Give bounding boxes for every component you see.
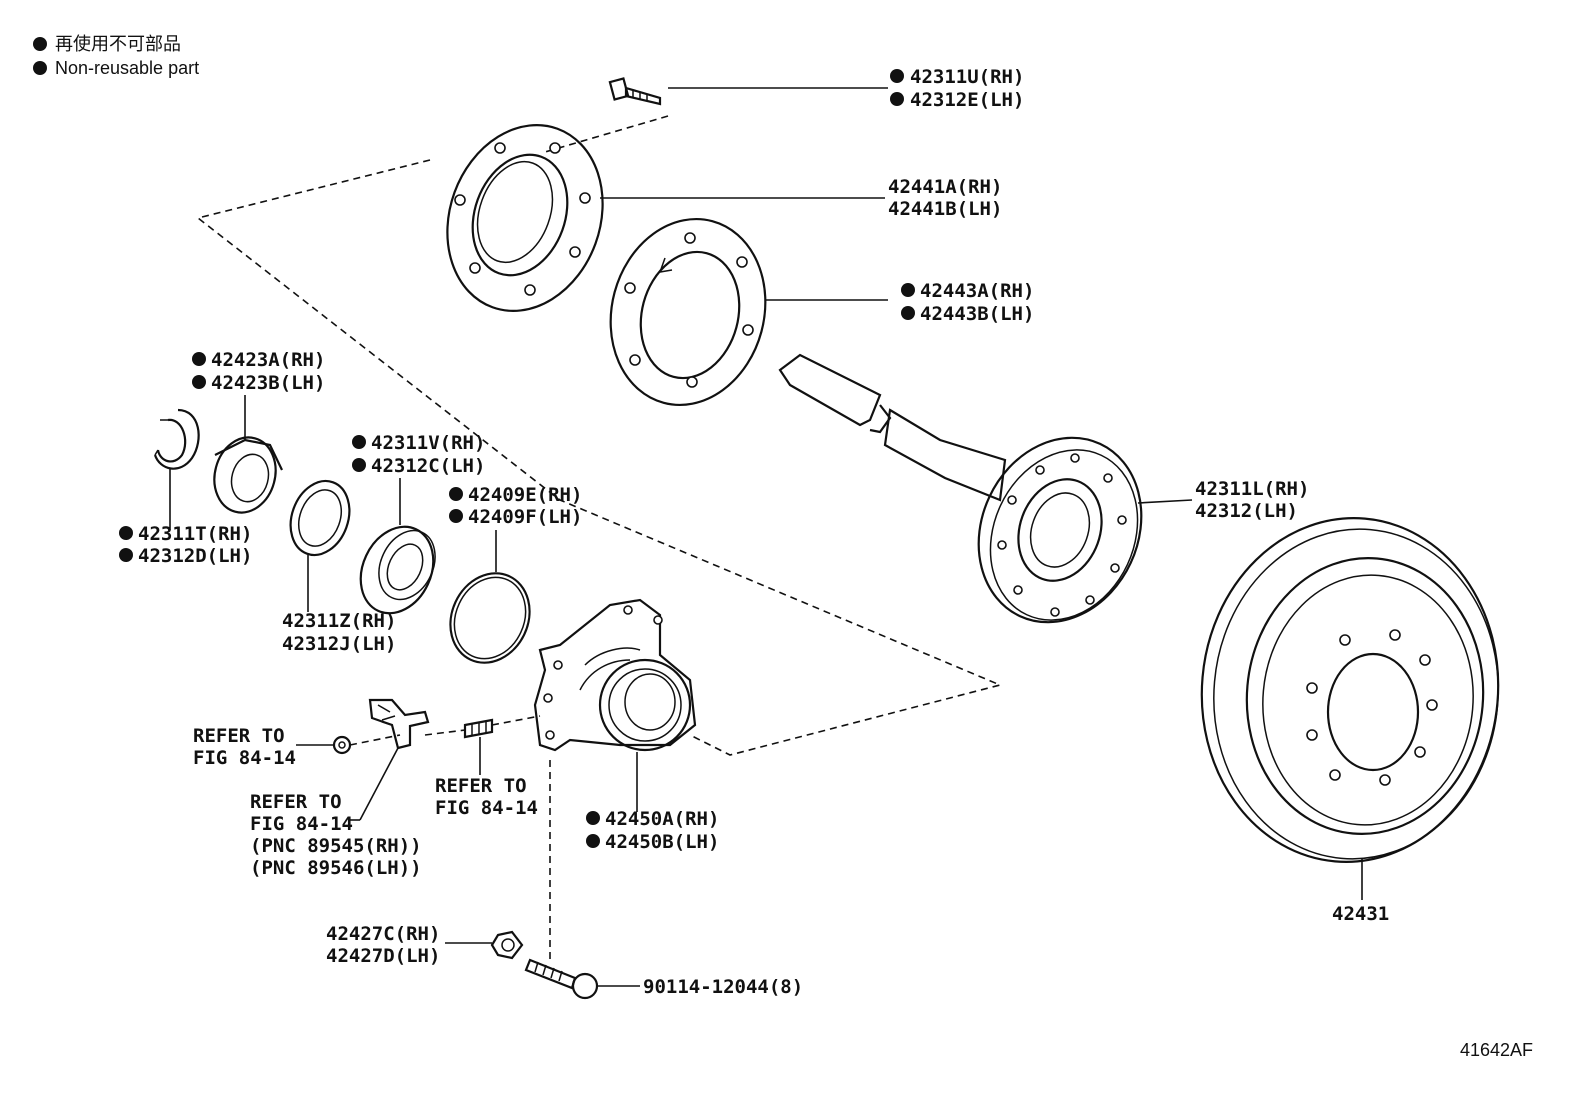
- nut-42427c: [490, 930, 524, 960]
- stud-install-path: [491, 715, 541, 726]
- bolt-install-path: [544, 115, 669, 153]
- part-label-42450a: 42450A(RH): [605, 808, 719, 830]
- part-label-42312e: 42312E(LH): [910, 89, 1024, 111]
- refer-label: REFER TO: [193, 725, 285, 747]
- refer-label: FIG 84-14: [193, 747, 296, 769]
- part-label-42427d: 42427D(LH): [326, 945, 440, 967]
- non-reusable-dot-icon: [192, 352, 206, 366]
- leader-line: [1137, 499, 1193, 504]
- figure-code: 41642AF: [1460, 1040, 1533, 1060]
- oil-seal-42311v: [359, 525, 436, 615]
- non-reusable-dot-icon: [119, 526, 133, 540]
- legend-dot-icon: [33, 37, 47, 51]
- part-label-42441b: 42441B(LH): [888, 198, 1002, 220]
- non-reusable-dot-icon: [352, 435, 366, 449]
- pnc-label: (PNC 89545(RH)): [250, 835, 422, 857]
- legend-dot-icon: [33, 61, 47, 75]
- part-label-42409f: 42409F(LH): [468, 506, 582, 528]
- part-label-42312c: 42312C(LH): [371, 455, 485, 477]
- non-reusable-dot-icon: [901, 306, 915, 320]
- hub-bolt-42311u: [608, 77, 662, 106]
- axle-shaft-42311l: [778, 353, 1143, 624]
- leader-line: [359, 747, 399, 821]
- non-reusable-dot-icon: [449, 487, 463, 501]
- part-label-42423b: 42423B(LH): [211, 372, 325, 394]
- non-reusable-dot-icon: [586, 811, 600, 825]
- bearing-42423: [213, 436, 283, 514]
- speed-sensor: [368, 698, 430, 750]
- bolt-90114: [524, 958, 599, 1000]
- non-reusable-dot-icon: [449, 509, 463, 523]
- part-label-42409e: 42409E(RH): [468, 484, 582, 506]
- part-label-42311v: 42311V(RH): [371, 432, 485, 454]
- non-reusable-dot-icon: [901, 283, 915, 297]
- non-reusable-dot-icon: [890, 92, 904, 106]
- legend-line-ja: 再使用不可部品: [55, 34, 181, 54]
- stud-install-path: [424, 729, 466, 736]
- o-ring-42409: [449, 572, 531, 664]
- part-label-42311z: 42311Z(RH): [282, 610, 396, 632]
- refer-label: FIG 84-14: [435, 797, 538, 819]
- oil-seal-42311z: [289, 479, 351, 557]
- legend: 再使用不可部品 Non-reusable part: [33, 34, 199, 78]
- non-reusable-dot-icon: [890, 69, 904, 83]
- part-label-42431: 42431: [1332, 903, 1389, 925]
- part-label-42427c: 42427C(RH): [326, 923, 440, 945]
- non-reusable-dot-icon: [192, 375, 206, 389]
- part-label-42311u: 42311U(RH): [910, 66, 1024, 88]
- refer-label: REFER TO: [435, 775, 527, 797]
- part-label-42312j: 42312J(LH): [282, 633, 396, 655]
- part-label-42441a: 42441A(RH): [888, 176, 1002, 198]
- refer-label: REFER TO: [250, 791, 342, 813]
- sensor-install-path: [349, 734, 401, 746]
- pnc-label: (PNC 89546(LH)): [250, 857, 422, 879]
- gasket-42443: [609, 217, 767, 407]
- non-reusable-dot-icon: [352, 458, 366, 472]
- snap-ring-42311t: [153, 408, 200, 470]
- stud-bolt: [463, 718, 494, 739]
- brake-disc-42431: [1200, 517, 1500, 863]
- part-label-42423a: 42423A(RH): [211, 349, 325, 371]
- assembly-boundary: [196, 159, 1003, 756]
- part-label-42450b: 42450B(LH): [605, 831, 719, 853]
- part-label-42443b: 42443B(LH): [920, 303, 1034, 325]
- legend-line-en: Non-reusable part: [55, 58, 199, 78]
- sensor-bolt: [332, 735, 352, 755]
- part-label-90114: 90114-12044(8): [643, 976, 803, 998]
- part-label-42311t: 42311T(RH): [138, 523, 252, 545]
- non-reusable-dot-icon: [119, 548, 133, 562]
- non-reusable-dot-icon: [586, 834, 600, 848]
- part-label-42312: 42312(LH): [1195, 500, 1298, 522]
- part-label-42312d: 42312D(LH): [138, 545, 252, 567]
- part-label-42443a: 42443A(RH): [920, 280, 1034, 302]
- refer-label: FIG 84-14: [250, 813, 353, 835]
- part-label-42311l: 42311L(RH): [1195, 478, 1309, 500]
- axle-housing-42450: [533, 598, 697, 752]
- bearing-retainer-42441: [446, 124, 604, 312]
